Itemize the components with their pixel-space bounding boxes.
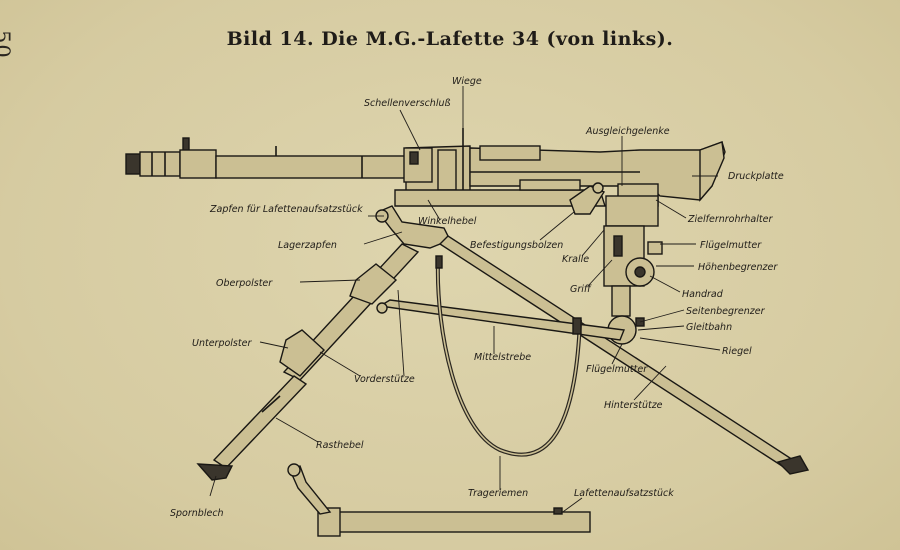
label-oberpolster: Oberpolster	[216, 278, 273, 289]
butt-plate	[699, 141, 725, 202]
label-ausgleichgelenke: Ausgleichgelenke	[585, 126, 670, 137]
label-schellenverschluss: Schellenverschluß	[364, 98, 450, 109]
label-fluegelmutter-bottom: Flügelmutter	[586, 364, 648, 375]
label-riegel: Riegel	[722, 346, 752, 357]
label-hinterstuetze: Hinterstütze	[604, 400, 663, 411]
elevation-mechanism	[603, 225, 663, 345]
label-fluegelmutter-top: Flügelmutter	[700, 240, 762, 251]
label-seitenbegrenzer: Seitenbegrenzer	[686, 306, 766, 317]
flash-hider	[139, 151, 181, 177]
label-winkelhebel: Winkelhebel	[418, 216, 477, 227]
middle-strut	[377, 299, 625, 341]
label-druckplatte: Druckplatte	[728, 171, 784, 182]
rear-leg	[438, 235, 792, 467]
label-lagerzapfen: Lagerzapfen	[278, 240, 337, 251]
spur-plate	[196, 463, 234, 481]
lower-leg	[212, 375, 308, 469]
lower-pad	[279, 329, 325, 377]
barrel-jacket	[215, 155, 407, 179]
figure-caption: Bild 14. Die M.G.-Lafette 34 (von links)…	[226, 28, 674, 50]
leader-lines	[209, 86, 721, 515]
label-zapfen: Zapfen für Lafettenaufsatzstück	[209, 204, 363, 215]
mount-attachment-piece	[287, 463, 591, 537]
label-gleitbahn: Gleitbahn	[686, 322, 732, 333]
label-lafettenaufsatzstueck: Lafettenaufsatzstück	[574, 488, 674, 499]
upper-joint	[376, 205, 451, 249]
tripod	[196, 205, 810, 481]
label-rasthebel: Rasthebel	[316, 440, 364, 451]
label-wiege: Wiege	[452, 76, 482, 87]
label-griff: Griff	[570, 284, 592, 295]
barrel-jacket-front	[179, 149, 217, 179]
upper-pad	[349, 263, 398, 305]
muzzle	[125, 153, 141, 175]
label-trageriemen: Trageriemen	[468, 488, 528, 499]
part-labels: Wiege Schellenverschluß Ausgleichgelenke…	[170, 76, 784, 519]
machine-gun-illustration	[125, 128, 726, 227]
label-handrad: Handrad	[682, 289, 724, 300]
label-vorderstuetze: Vorderstütze	[354, 374, 415, 385]
label-hoehenbegrenzer: Höhenbegrenzer	[698, 262, 778, 273]
attachment-tube	[319, 511, 591, 533]
label-mittelstrebe: Mittelstrebe	[474, 352, 531, 363]
label-zielfernrohrhalter: Zielfernrohrhalter	[687, 214, 773, 225]
label-kralle: Kralle	[562, 254, 589, 265]
label-spornblech: Spornblech	[170, 508, 224, 519]
label-befestigungsbolzen: Befestigungsbolzen	[470, 240, 563, 251]
label-unterpolster: Unterpolster	[192, 338, 252, 349]
